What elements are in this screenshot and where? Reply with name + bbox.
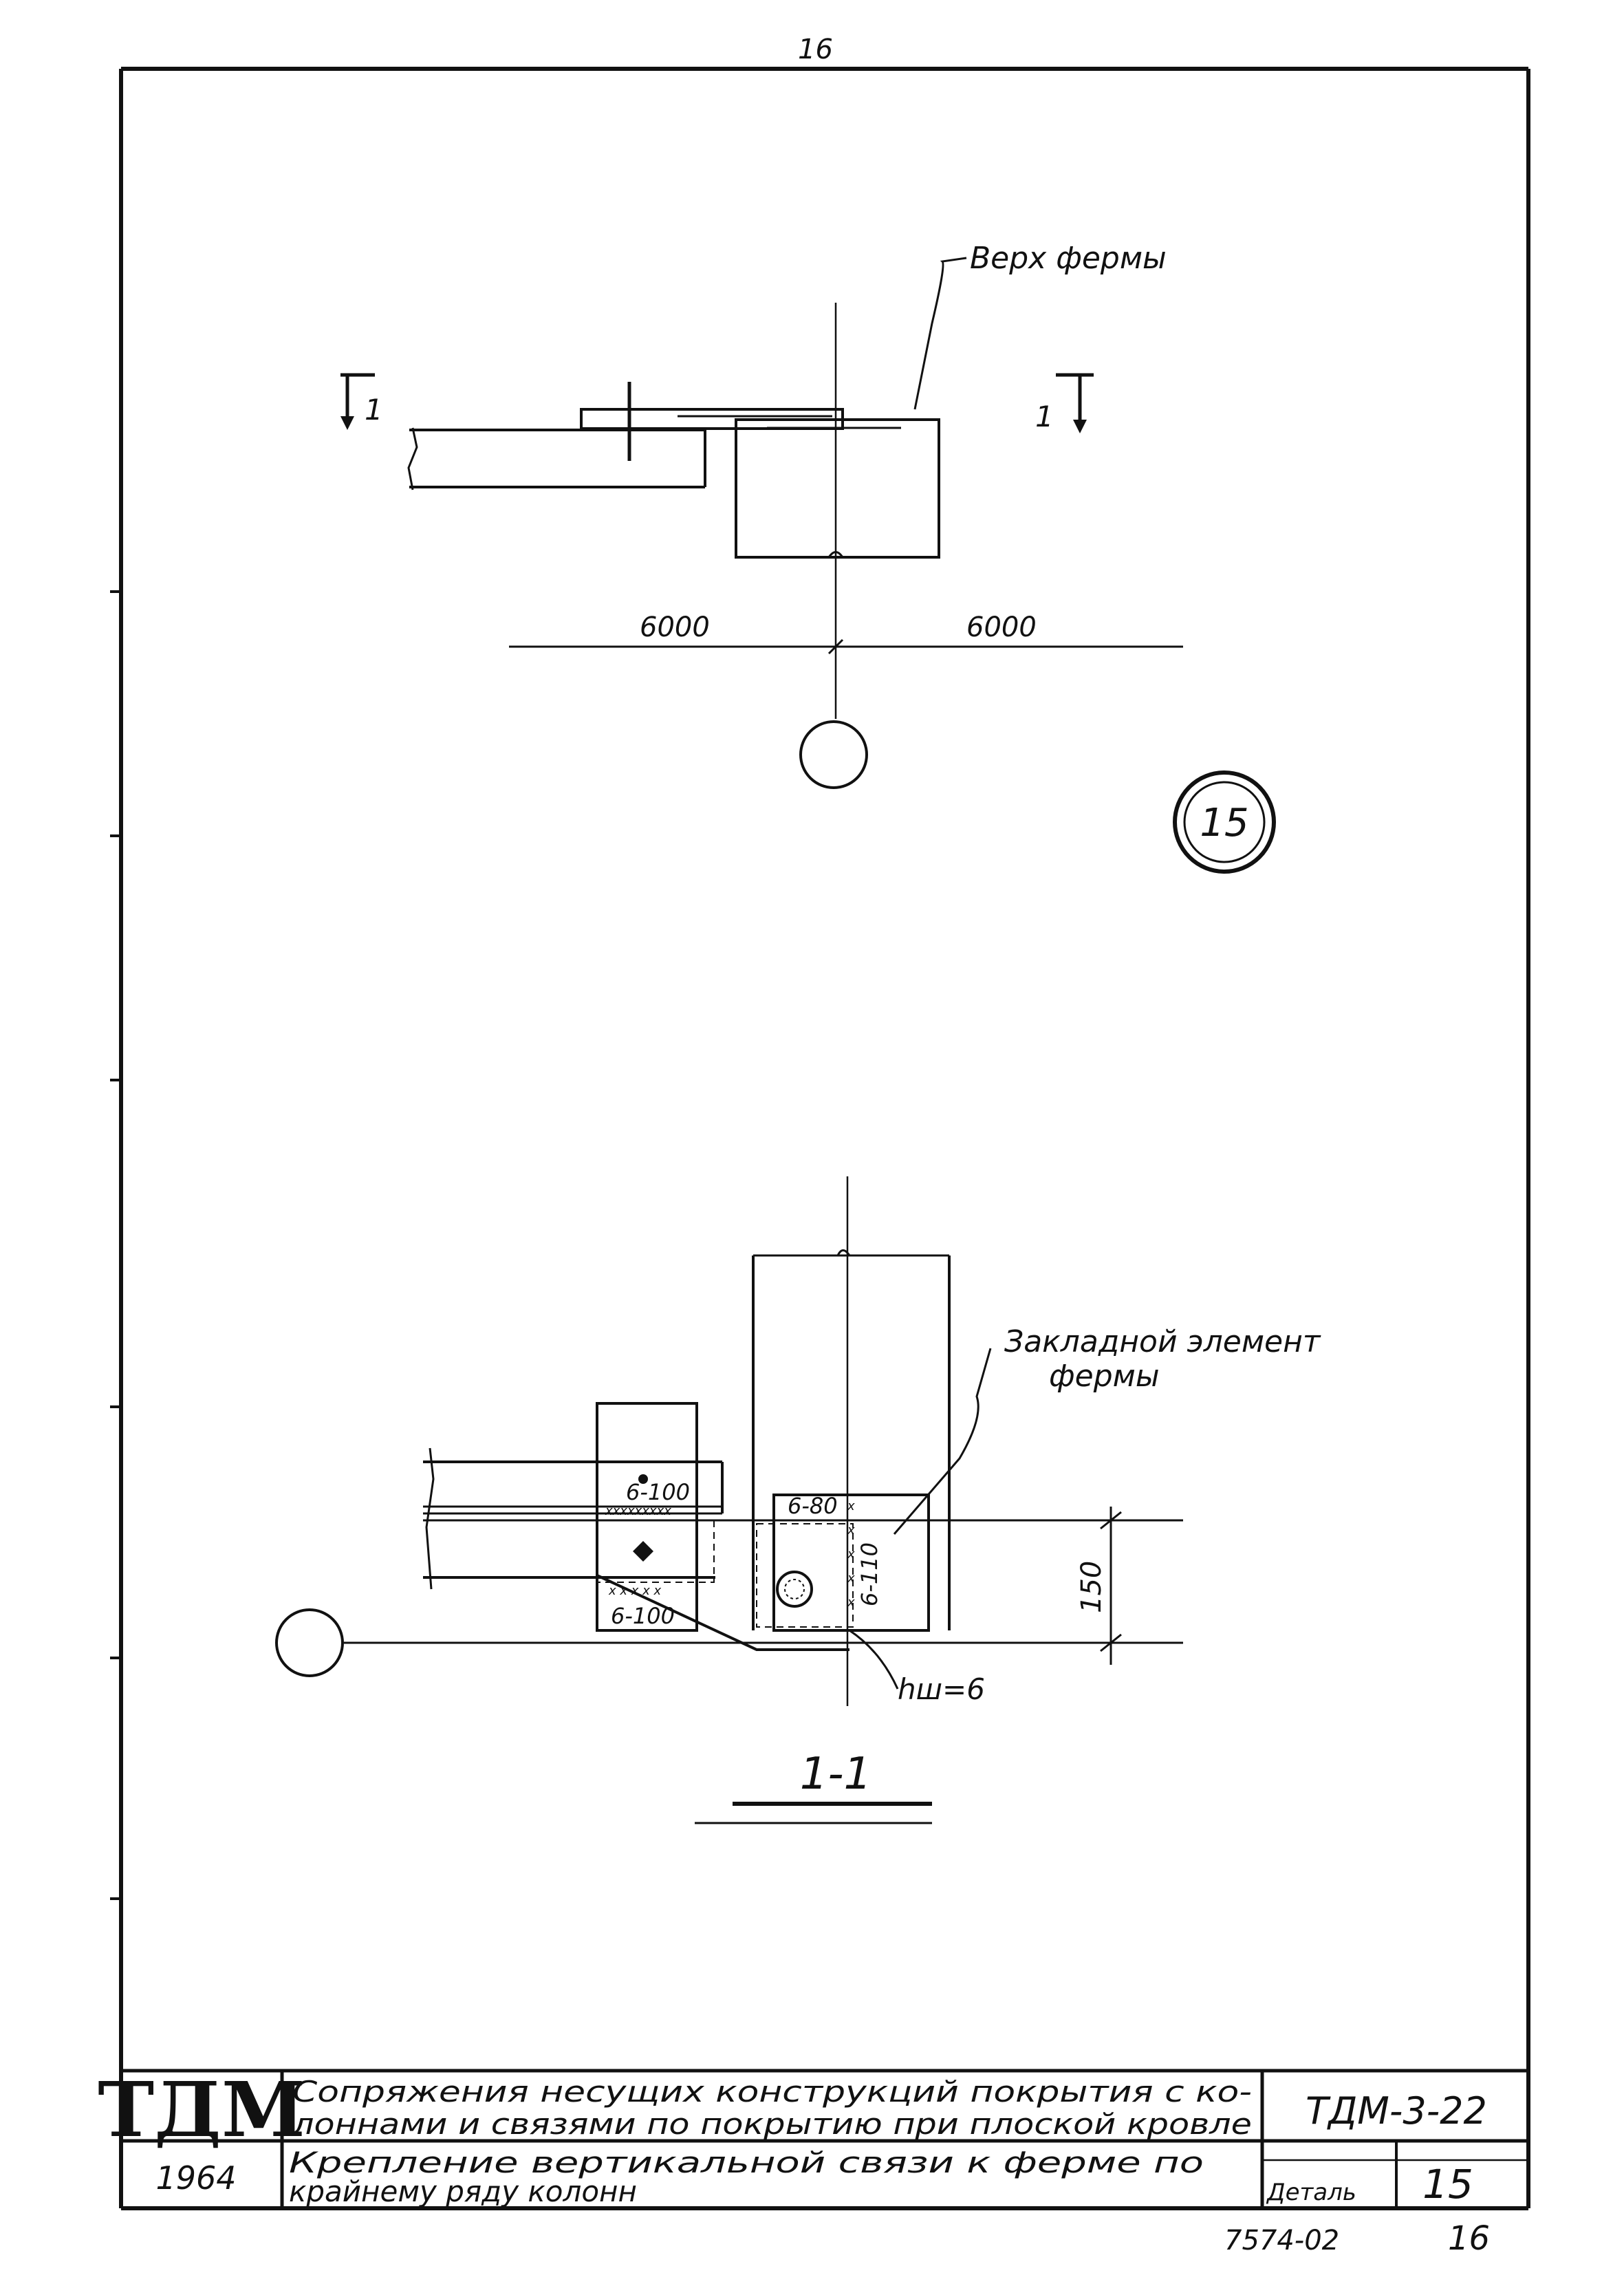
section-mark-left: 1 (340, 373, 383, 430)
series-title-line1: Сопряжения несущих конструкций покрытия … (292, 2075, 1252, 2109)
plan-truss-block (735, 418, 940, 559)
weld-marks: xxxxxxxxx x x x x x xxx xx (605, 1499, 855, 1610)
section-axis-bubble (275, 1608, 344, 1677)
svg-text:xxxxxxxxx: xxxxxxxxx (605, 1504, 671, 1518)
embedded-plate-hidden (756, 1523, 854, 1628)
brace-break-line (425, 1447, 435, 1590)
embedded-element-label-line1: Закладной элемент (1004, 1324, 1321, 1359)
bottom-page-number: 16 (1448, 2219, 1490, 2258)
dim-right-6000: 6000 (966, 612, 1037, 643)
gusset-bolt (638, 1474, 648, 1484)
svg-text:1: 1 (365, 393, 383, 427)
truss-top-leader (913, 257, 967, 410)
section-mark-right: 1 (1035, 373, 1094, 433)
weld-label-vertical: 6-110 (856, 1542, 883, 1606)
svg-text:x: x (847, 1547, 855, 1562)
dim-left-6000: 6000 (640, 612, 710, 643)
top-page-number: 16 (798, 34, 833, 65)
gusset-bolt-center (633, 1541, 653, 1562)
title-block: ТДМ 1964 Сопряжения несущих конструкций … (98, 2065, 1528, 2208)
pipe-section (776, 1571, 813, 1608)
svg-text:x: x (847, 1523, 855, 1538)
series-title-line2: лоннами и связями по покрытию при плоско… (292, 2107, 1252, 2141)
detail-label: Деталь (1266, 2179, 1356, 2206)
svg-text:x: x (847, 1499, 855, 1513)
section-title: 1-1 (800, 1749, 872, 1800)
truss-top-label: Верх фермы (970, 241, 1167, 276)
plan-beam-break (407, 427, 418, 490)
weld-label-top-right: 6-80 (788, 1493, 838, 1519)
embedded-element-leader (893, 1348, 992, 1535)
sheet-frame (110, 67, 1530, 2210)
year: 1964 (155, 2159, 236, 2197)
weld-leg-label: hш=6 (898, 1672, 985, 1706)
dim-150-label: 150 (1076, 1561, 1107, 1613)
svg-text:15: 15 (1200, 801, 1248, 845)
section-view: xxxxxxxxx x x x x x xxx xx 6-100 6-100 6… (275, 1176, 1321, 1824)
series-code: ТДМ-3-22 (1306, 2089, 1487, 2133)
plan-axis-bubble (799, 720, 868, 789)
org-logo: ТДМ (98, 2065, 305, 2154)
svg-text:1: 1 (1035, 400, 1054, 433)
weld-leg-leader (849, 1629, 899, 1690)
weld-label-top-left: 6-100 (626, 1479, 690, 1505)
svg-text:x: x (847, 1595, 855, 1610)
plan-view: 1 1 Верх фермы 6000 6000 15 (340, 241, 1276, 874)
detail-marker: 15 (1173, 770, 1276, 874)
weld-label-bottom-left: 6-100 (611, 1603, 675, 1629)
detail-number: 15 (1422, 2161, 1473, 2208)
sheet-title-line1: Крепление вертикальной связи к ферме по (289, 2146, 1204, 2179)
gusset-plate (596, 1402, 698, 1632)
svg-text:x x x x x: x x x x x (608, 1584, 661, 1598)
svg-text:x: x (847, 1571, 855, 1586)
support-diagonal (596, 1574, 849, 1651)
embedded-element-label-line2: фермы (1049, 1359, 1160, 1394)
sheet-title-line2: крайнему ряду колонн (289, 2175, 637, 2208)
archive-number: 7574-02 (1224, 2225, 1339, 2256)
